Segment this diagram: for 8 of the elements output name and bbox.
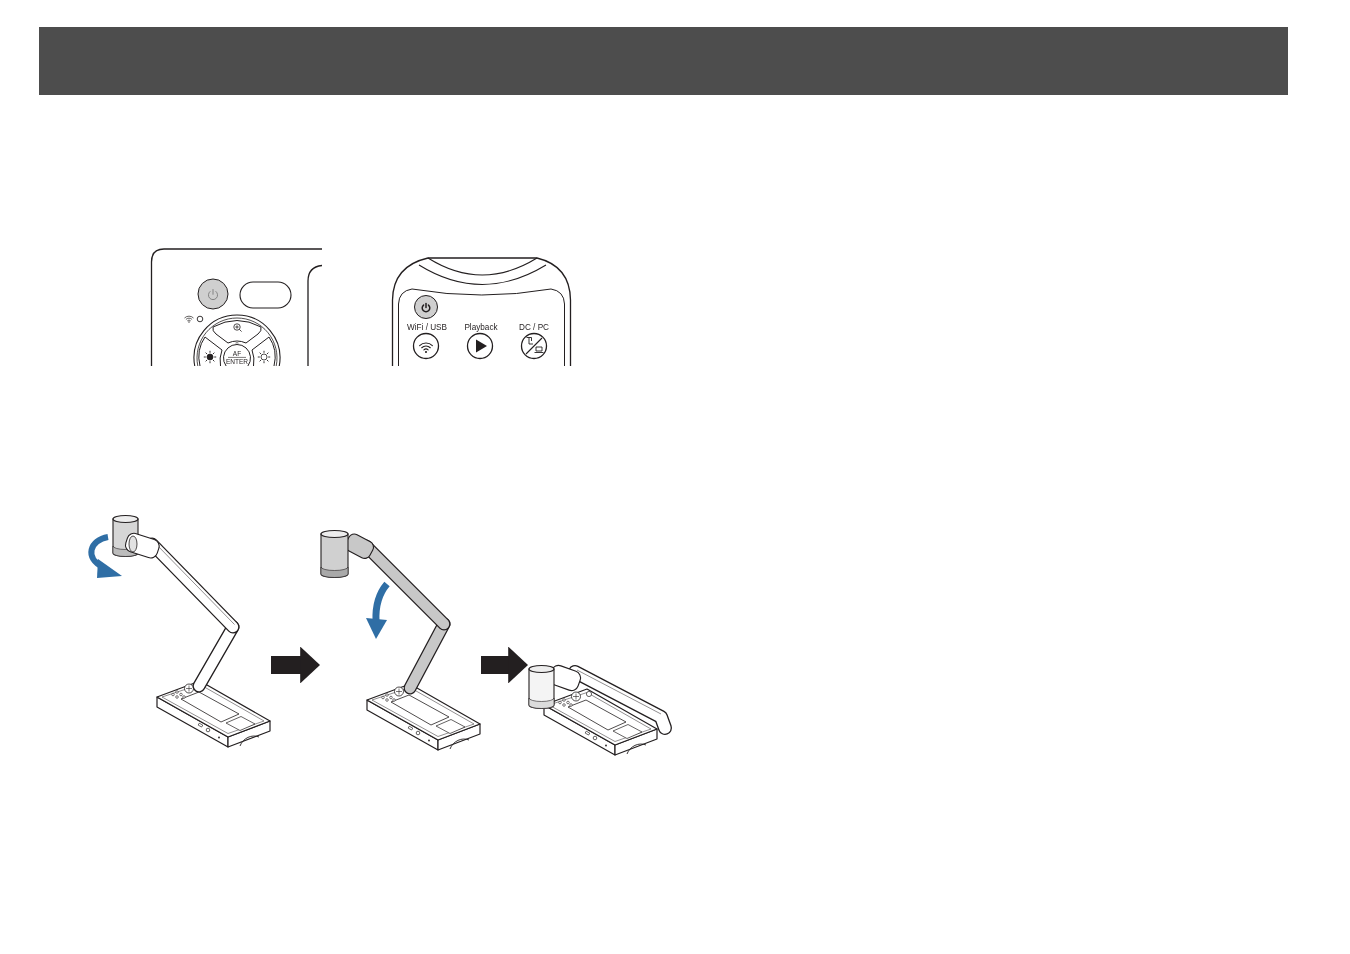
- document-camera-drawing: [320, 529, 481, 751]
- arrow: [481, 646, 528, 684]
- document-camera-drawing: [112, 514, 271, 748]
- button-label: WiFi / USB: [407, 322, 447, 332]
- button-label: DC / PC: [519, 322, 549, 332]
- document-camera-drawing: [528, 662, 672, 756]
- button-label: Playback: [464, 322, 498, 332]
- arrow: [271, 646, 320, 684]
